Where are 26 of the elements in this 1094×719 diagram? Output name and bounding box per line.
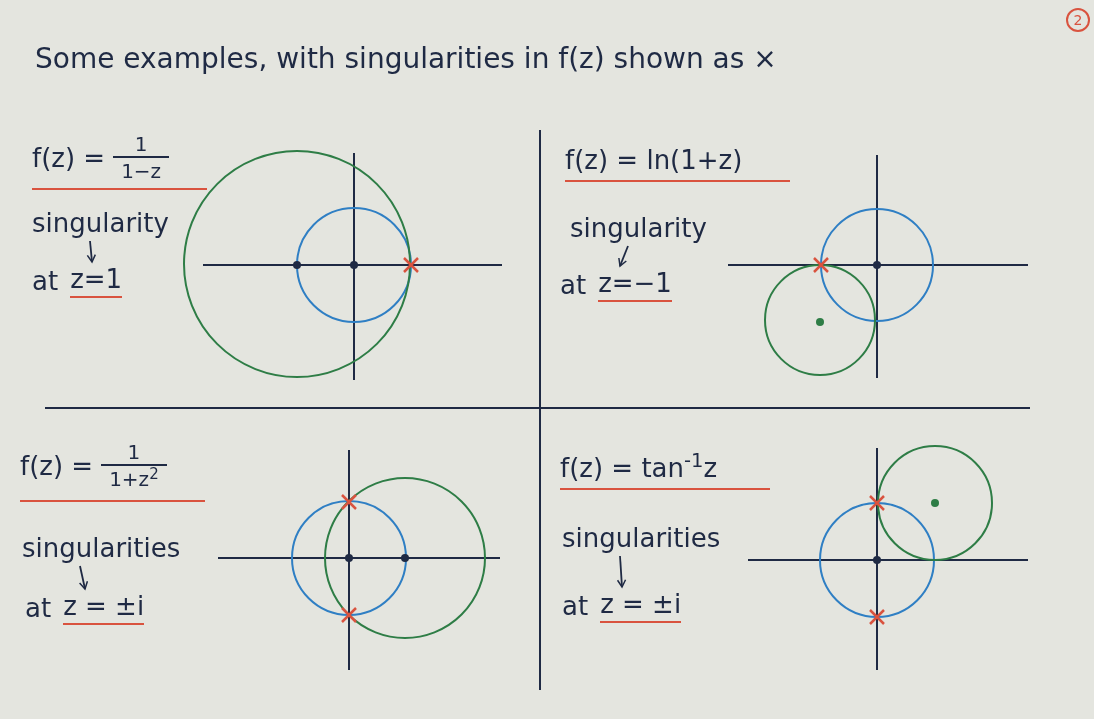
arrow [86, 240, 97, 263]
formula-text: f(z) = [20, 449, 94, 483]
fraction-numerator: 1 [126, 440, 142, 464]
arrow [618, 245, 629, 267]
formula-text: f(z) = tan$^{-1}$z [560, 448, 718, 485]
note-text: singularity [570, 213, 707, 243]
fraction-denominator: 1−z [120, 158, 163, 184]
arrow [78, 565, 89, 590]
singularity-location: z=1 [70, 262, 123, 298]
note-text: singularity [32, 208, 169, 238]
singularity-location: z = ±i [63, 589, 145, 625]
title: Some examples, with singularities in f(z) shown as × [35, 41, 777, 77]
fraction-denominator: 1+z$^{2}$ [108, 466, 160, 492]
arrow [616, 555, 627, 588]
singularity-location: z = ±i [600, 587, 682, 623]
singularity-location: z=−1 [598, 266, 672, 302]
fraction-numerator: 1 [133, 132, 149, 156]
formula-text: f(z) = [32, 141, 106, 175]
note-text: singularities [562, 523, 721, 553]
note-text: at [25, 592, 52, 625]
page-number: 2 [1066, 8, 1090, 32]
note-text: at [560, 269, 587, 302]
note-text: at [562, 590, 589, 623]
formula-text: f(z) = ln(1+z) [565, 143, 743, 177]
note-text: singularities [22, 533, 181, 563]
note-text: at [32, 265, 59, 298]
